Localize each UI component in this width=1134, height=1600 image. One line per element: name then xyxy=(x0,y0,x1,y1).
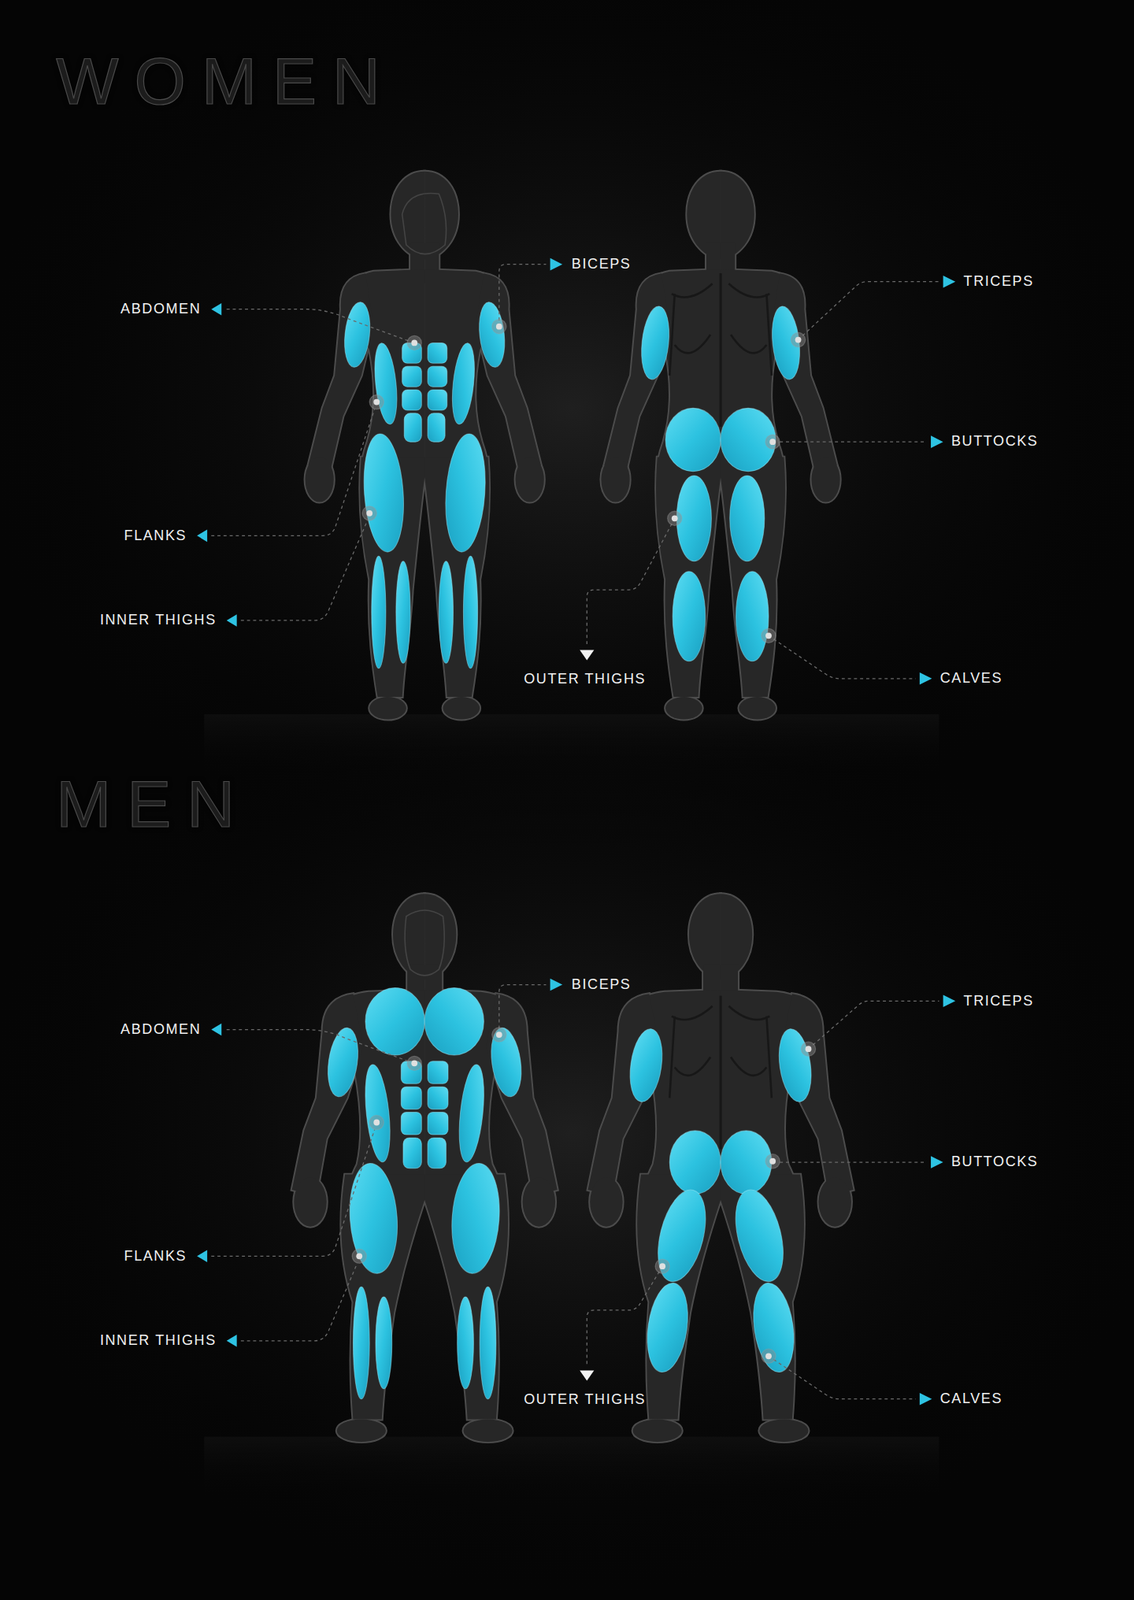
muscle-label: CALVES xyxy=(940,1390,1003,1409)
muscle-label: OUTER THIGHS xyxy=(523,1391,646,1409)
section-title: MEN xyxy=(55,770,251,838)
muscle-label: BUTTOCKS xyxy=(951,433,1038,451)
muscle-label: OUTER THIGHS xyxy=(523,670,646,689)
section-title: WOMEN xyxy=(55,48,396,115)
muscle-label: BICEPS xyxy=(571,976,632,994)
muscle-label: TRICEPS xyxy=(963,993,1034,1011)
muscle-label: FLANKS xyxy=(124,1248,188,1266)
muscle-label: FLANKS xyxy=(124,527,188,545)
muscle-label: CALVES xyxy=(940,670,1003,688)
muscle-label: BUTTOCKS xyxy=(951,1153,1038,1172)
muscle-label: INNER THIGHS xyxy=(100,1332,217,1350)
muscle-label: ABDOMEN xyxy=(120,1021,201,1039)
muscle-label: BICEPS xyxy=(571,255,632,274)
muscle-label: TRICEPS xyxy=(963,273,1034,291)
muscle-label: ABDOMEN xyxy=(120,300,201,319)
muscle-label: INNER THIGHS xyxy=(100,611,217,630)
